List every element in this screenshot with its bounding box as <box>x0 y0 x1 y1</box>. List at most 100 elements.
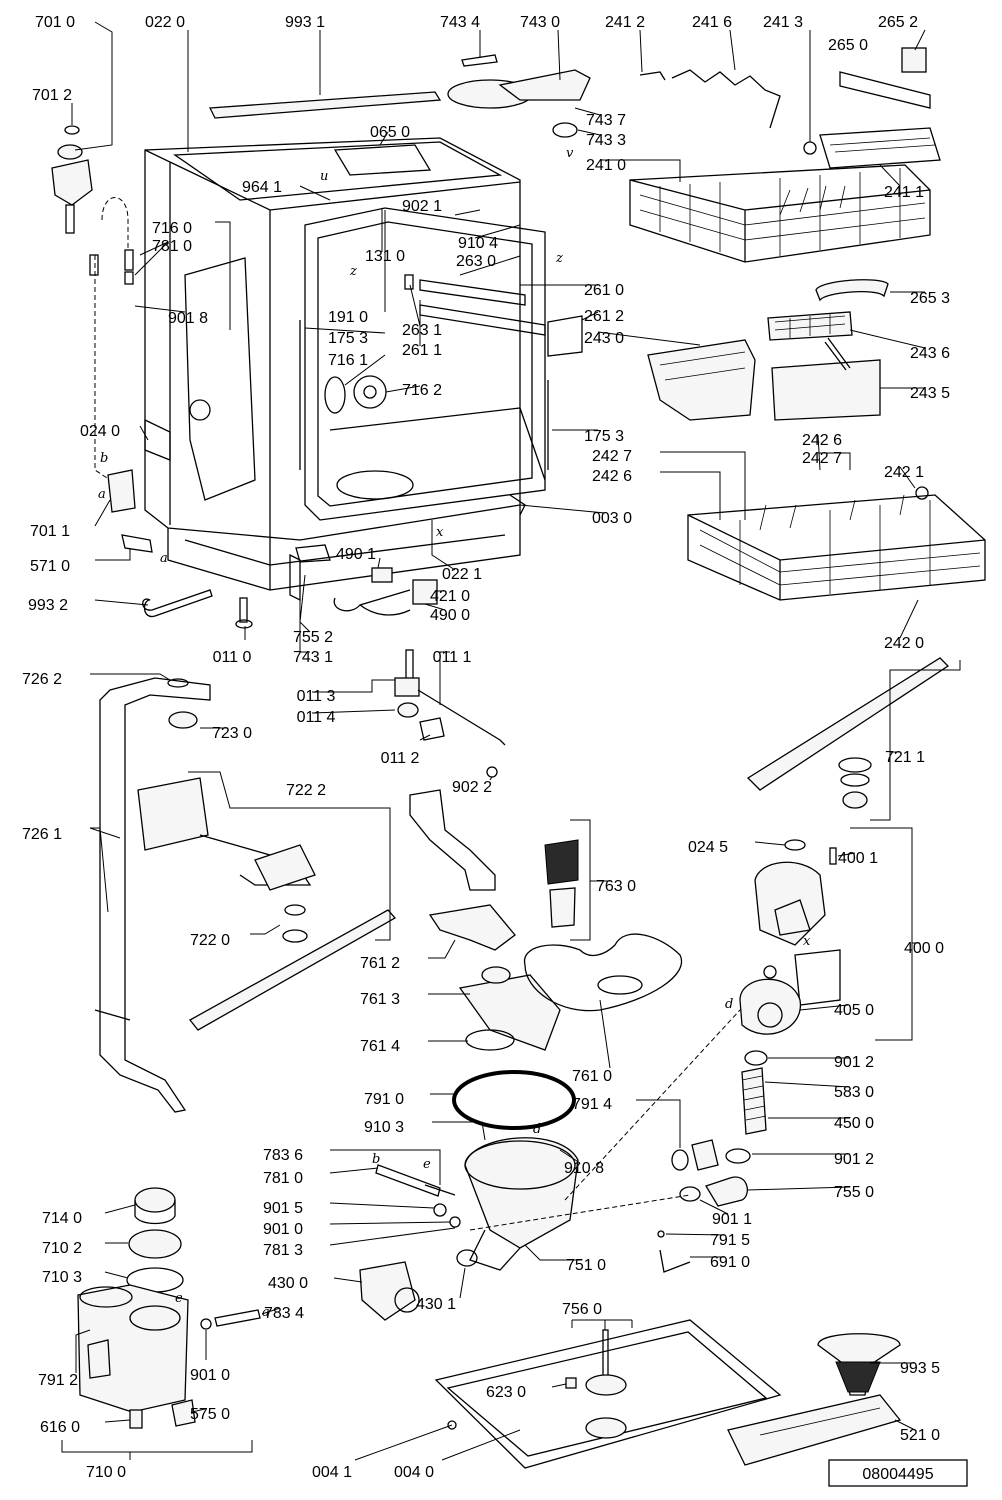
part-label-p7550: 755 0 <box>834 1184 874 1201</box>
water-softener <box>77 1187 261 1429</box>
part-label-p9103: 910 3 <box>364 1119 404 1136</box>
part-label-p2416: 241 6 <box>692 14 732 31</box>
part-label-p7162: 716 2 <box>402 382 442 399</box>
base-tray <box>434 1319 902 1469</box>
part-label-p7100: 710 0 <box>86 1464 126 1481</box>
part-label-p0041: 004 1 <box>312 1464 352 1481</box>
part-label-p0113: 011 3 <box>297 688 336 705</box>
circulation-pump <box>657 839 841 1273</box>
fill-valve-701-0 <box>51 125 253 629</box>
part-label-p0111: 011 1 <box>433 649 472 666</box>
part-label-p7211: 721 1 <box>885 749 925 766</box>
part-label-p7810: 781 0 <box>152 238 192 255</box>
part-label-p2435: 243 5 <box>910 385 950 402</box>
part-label-p6230: 623 0 <box>486 1384 526 1401</box>
part-label-p2420: 242 0 <box>884 635 924 652</box>
part-label-p2652: 265 2 <box>878 14 918 31</box>
part-label-p0114: 011 4 <box>297 709 336 726</box>
part-label-p9931: 993 1 <box>285 14 325 31</box>
part-label-p4901: 490 1 <box>336 546 376 563</box>
letter-a: a <box>98 487 106 502</box>
part-label-p9021: 902 1 <box>402 198 442 215</box>
part-label-p7102: 710 2 <box>42 1240 82 1257</box>
part-label-p0221: 022 1 <box>442 566 482 583</box>
reference-letters: b a a u z z x v x d d b e e a <box>98 146 811 1320</box>
part-label-p2426b: 242 6 <box>592 468 632 485</box>
document-number: 08004495 <box>862 1466 933 1483</box>
part-label-p2653: 265 3 <box>910 290 950 307</box>
part-label-p7915: 791 5 <box>710 1232 750 1249</box>
part-label-p9015: 901 5 <box>263 1200 303 1217</box>
part-label-p2412: 241 2 <box>605 14 645 31</box>
spray-pipe-726 <box>94 677 397 1113</box>
part-label-p4210: 421 0 <box>430 588 470 605</box>
part-label-p4001: 400 1 <box>838 850 878 867</box>
part-label-p7613: 761 3 <box>360 991 400 1008</box>
letter-x: x <box>803 934 811 949</box>
part-label-p1753b: 175 3 <box>584 428 624 445</box>
letter-d: d <box>533 1122 541 1137</box>
part-label-p7430: 743 0 <box>520 14 560 31</box>
part-label-p0030: 003 0 <box>592 510 632 527</box>
part-label-p7103: 710 3 <box>42 1269 82 1286</box>
part-label-p2610: 261 0 <box>584 282 624 299</box>
part-label-p2410: 241 0 <box>586 157 626 174</box>
part-label-p9012a: 901 2 <box>834 1054 874 1071</box>
part-label-p9932: 993 2 <box>28 597 68 614</box>
part-label-p4050: 405 0 <box>834 1002 874 1019</box>
part-label-p2430: 243 0 <box>584 330 624 347</box>
letter-e: e <box>423 1157 431 1172</box>
part-label-p7614: 761 4 <box>360 1038 400 1055</box>
letter-z: z <box>349 264 357 279</box>
part-label-p2650: 265 0 <box>828 37 868 54</box>
part-label-p7222: 722 2 <box>286 782 326 799</box>
letter-u: u <box>320 169 328 184</box>
part-label-p7161: 716 1 <box>328 352 368 369</box>
part-label-p5750: 575 0 <box>190 1406 230 1423</box>
part-label-p0110: 011 0 <box>213 649 252 666</box>
part-label-p1910: 191 0 <box>328 309 368 326</box>
part-label-p7810b: 781 0 <box>263 1170 303 1187</box>
part-label-p7261: 726 1 <box>22 826 62 843</box>
part-label-p0240: 024 0 <box>80 423 120 440</box>
part-label-p5210: 521 0 <box>900 1427 940 1444</box>
part-label-p6160: 616 0 <box>40 1419 80 1436</box>
part-label-p9012b: 901 2 <box>834 1151 874 1168</box>
tub-cabinet <box>144 91 583 602</box>
top-rack-parts <box>447 47 986 601</box>
part-label-p2411: 241 1 <box>884 184 924 201</box>
part-label-p7612: 761 2 <box>360 955 400 972</box>
letter-z: z <box>555 251 563 266</box>
part-label-p9022: 902 2 <box>452 779 492 796</box>
document-number-box: 08004495 <box>828 1459 968 1487</box>
part-label-p1310: 131 0 <box>365 248 405 265</box>
part-label-p7630: 763 0 <box>596 878 636 895</box>
part-label-p2436: 243 6 <box>910 345 950 362</box>
part-label-p9641: 964 1 <box>242 179 282 196</box>
part-label-p7914: 791 4 <box>572 1096 612 1113</box>
part-label-p0220: 022 0 <box>145 14 185 31</box>
part-label-p4000: 400 0 <box>904 940 944 957</box>
part-label-p4900: 490 0 <box>430 607 470 624</box>
part-label-p7433: 743 3 <box>586 132 626 149</box>
part-label-p0245: 024 5 <box>688 839 728 856</box>
mid-small-parts <box>333 567 506 778</box>
part-label-p7160: 716 0 <box>152 220 192 237</box>
letter-b: b <box>372 1152 380 1167</box>
part-label-p7610: 761 0 <box>572 1068 612 1085</box>
part-label-p4500: 450 0 <box>834 1115 874 1132</box>
part-label-p7437: 743 7 <box>586 112 626 129</box>
part-label-p7431: 743 1 <box>293 649 333 666</box>
part-label-p2427a: 242 7 <box>592 448 632 465</box>
letter-b: b <box>100 451 108 466</box>
part-label-p7834: 783 4 <box>264 1305 304 1322</box>
part-label-p0112: 011 2 <box>381 750 420 767</box>
part-label-p9108: 910 8 <box>564 1160 604 1177</box>
part-label-p2427b: 242 7 <box>802 450 842 467</box>
part-label-p9010: 901 0 <box>263 1221 303 1238</box>
part-label-p7012: 701 2 <box>32 87 72 104</box>
letter-x: x <box>436 525 444 540</box>
part-label-p2630: 263 0 <box>456 253 496 270</box>
